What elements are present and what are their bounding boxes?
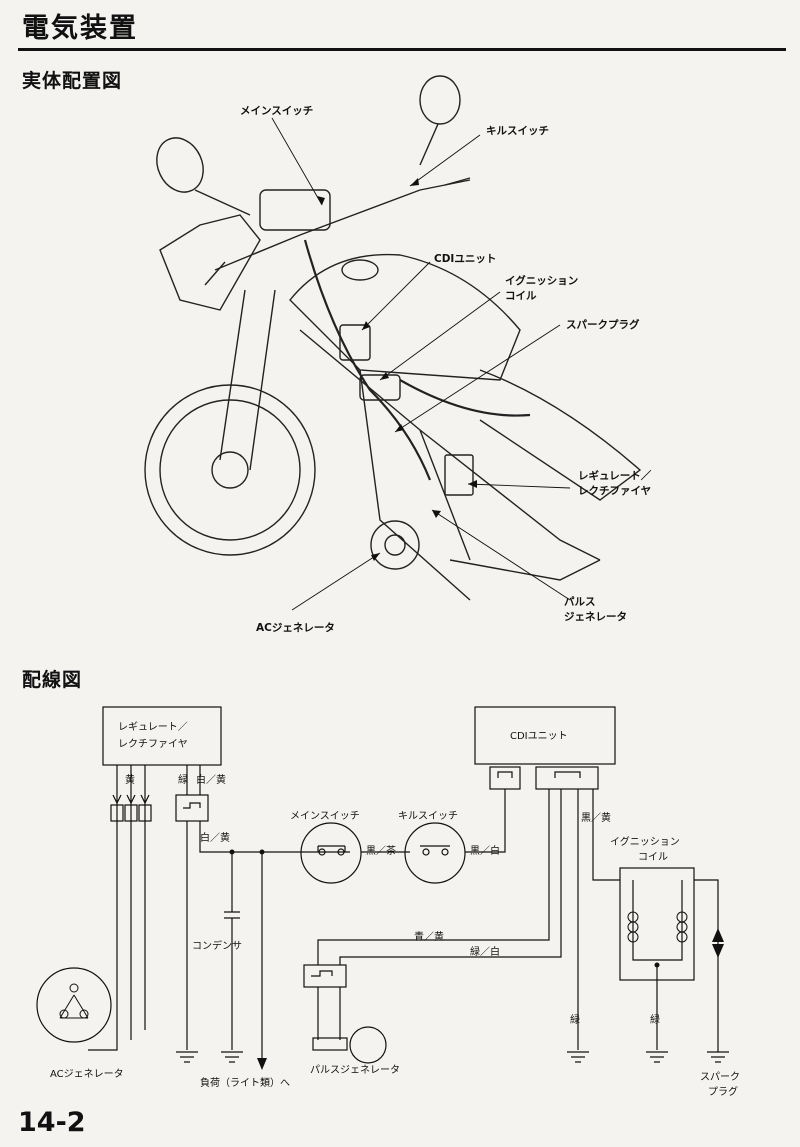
label-kill-switch: キルスイッチ xyxy=(486,125,549,137)
label-cdi-unit: CDIユニット xyxy=(434,253,497,265)
wiring-load: 負荷（ライト類）へ xyxy=(200,1078,290,1089)
wiring-heading: 配線図 xyxy=(22,669,83,691)
section-title: 電気装置 xyxy=(22,13,138,44)
wire-black-yellow: 黒／黄 xyxy=(581,813,611,824)
wiring-kill-switch: キルスイッチ xyxy=(398,811,458,822)
regulator-box xyxy=(102,706,222,766)
label-ignition-coil-1: イグニッション xyxy=(505,275,579,287)
wiring-pulse-generator: パルスジェネレータ xyxy=(310,1065,400,1076)
wire-white-yellow-2: 白／黄 xyxy=(200,833,230,844)
wiring-ignition-coil-1: イグニッション xyxy=(610,837,680,848)
wiring-regulator-2: レクチファイヤ xyxy=(118,739,188,750)
label-pulse-gen-1: パルス xyxy=(564,596,596,608)
label-main-switch: メインスイッチ xyxy=(240,105,314,117)
title-rule xyxy=(18,48,786,51)
wire-green-b: 緑 xyxy=(650,1015,660,1026)
layout-heading: 実体配置図 xyxy=(22,70,123,92)
wire-black-white: 黒／白 xyxy=(470,846,500,857)
wiring-regulator-1: レギュレート／ xyxy=(118,722,188,733)
wiring-main-switch: メインスイッチ xyxy=(290,811,360,822)
wiring-spark-plug-1: スパーク xyxy=(700,1072,740,1083)
label-regulator-1: レギュレート／ xyxy=(578,470,652,482)
label-regulator-2: レクチファイヤ xyxy=(578,485,652,497)
cdi-box xyxy=(474,706,616,765)
wire-black-brown: 黒／茶 xyxy=(366,846,396,857)
label-spark-plug: スパークプラグ xyxy=(566,319,640,331)
label-ignition-coil-2: コイル xyxy=(505,290,537,302)
wiring-condenser: コンデンサ xyxy=(192,941,242,952)
wire-green: 緑 xyxy=(178,775,188,786)
wire-yellow: 黄 xyxy=(125,775,135,786)
wiring-ac-generator: ACジェネレータ xyxy=(50,1069,124,1080)
wiring-spark-plug-2: プラグ xyxy=(708,1087,738,1098)
page-number: 14-2 xyxy=(18,1107,86,1138)
wire-blue-yellow: 青／黄 xyxy=(414,932,444,943)
label-pulse-gen-2: ジェネレータ xyxy=(564,611,627,623)
wiring-ignition-coil-2: コイル xyxy=(638,852,668,863)
wire-green-white: 緑／白 xyxy=(470,947,500,958)
label-ac-generator: ACジェネレータ xyxy=(256,622,335,634)
wiring-cdi-unit: CDIユニット xyxy=(510,731,568,742)
wire-white-yellow: 白／黄 xyxy=(196,775,226,786)
wire-green-a: 緑 xyxy=(570,1015,580,1026)
